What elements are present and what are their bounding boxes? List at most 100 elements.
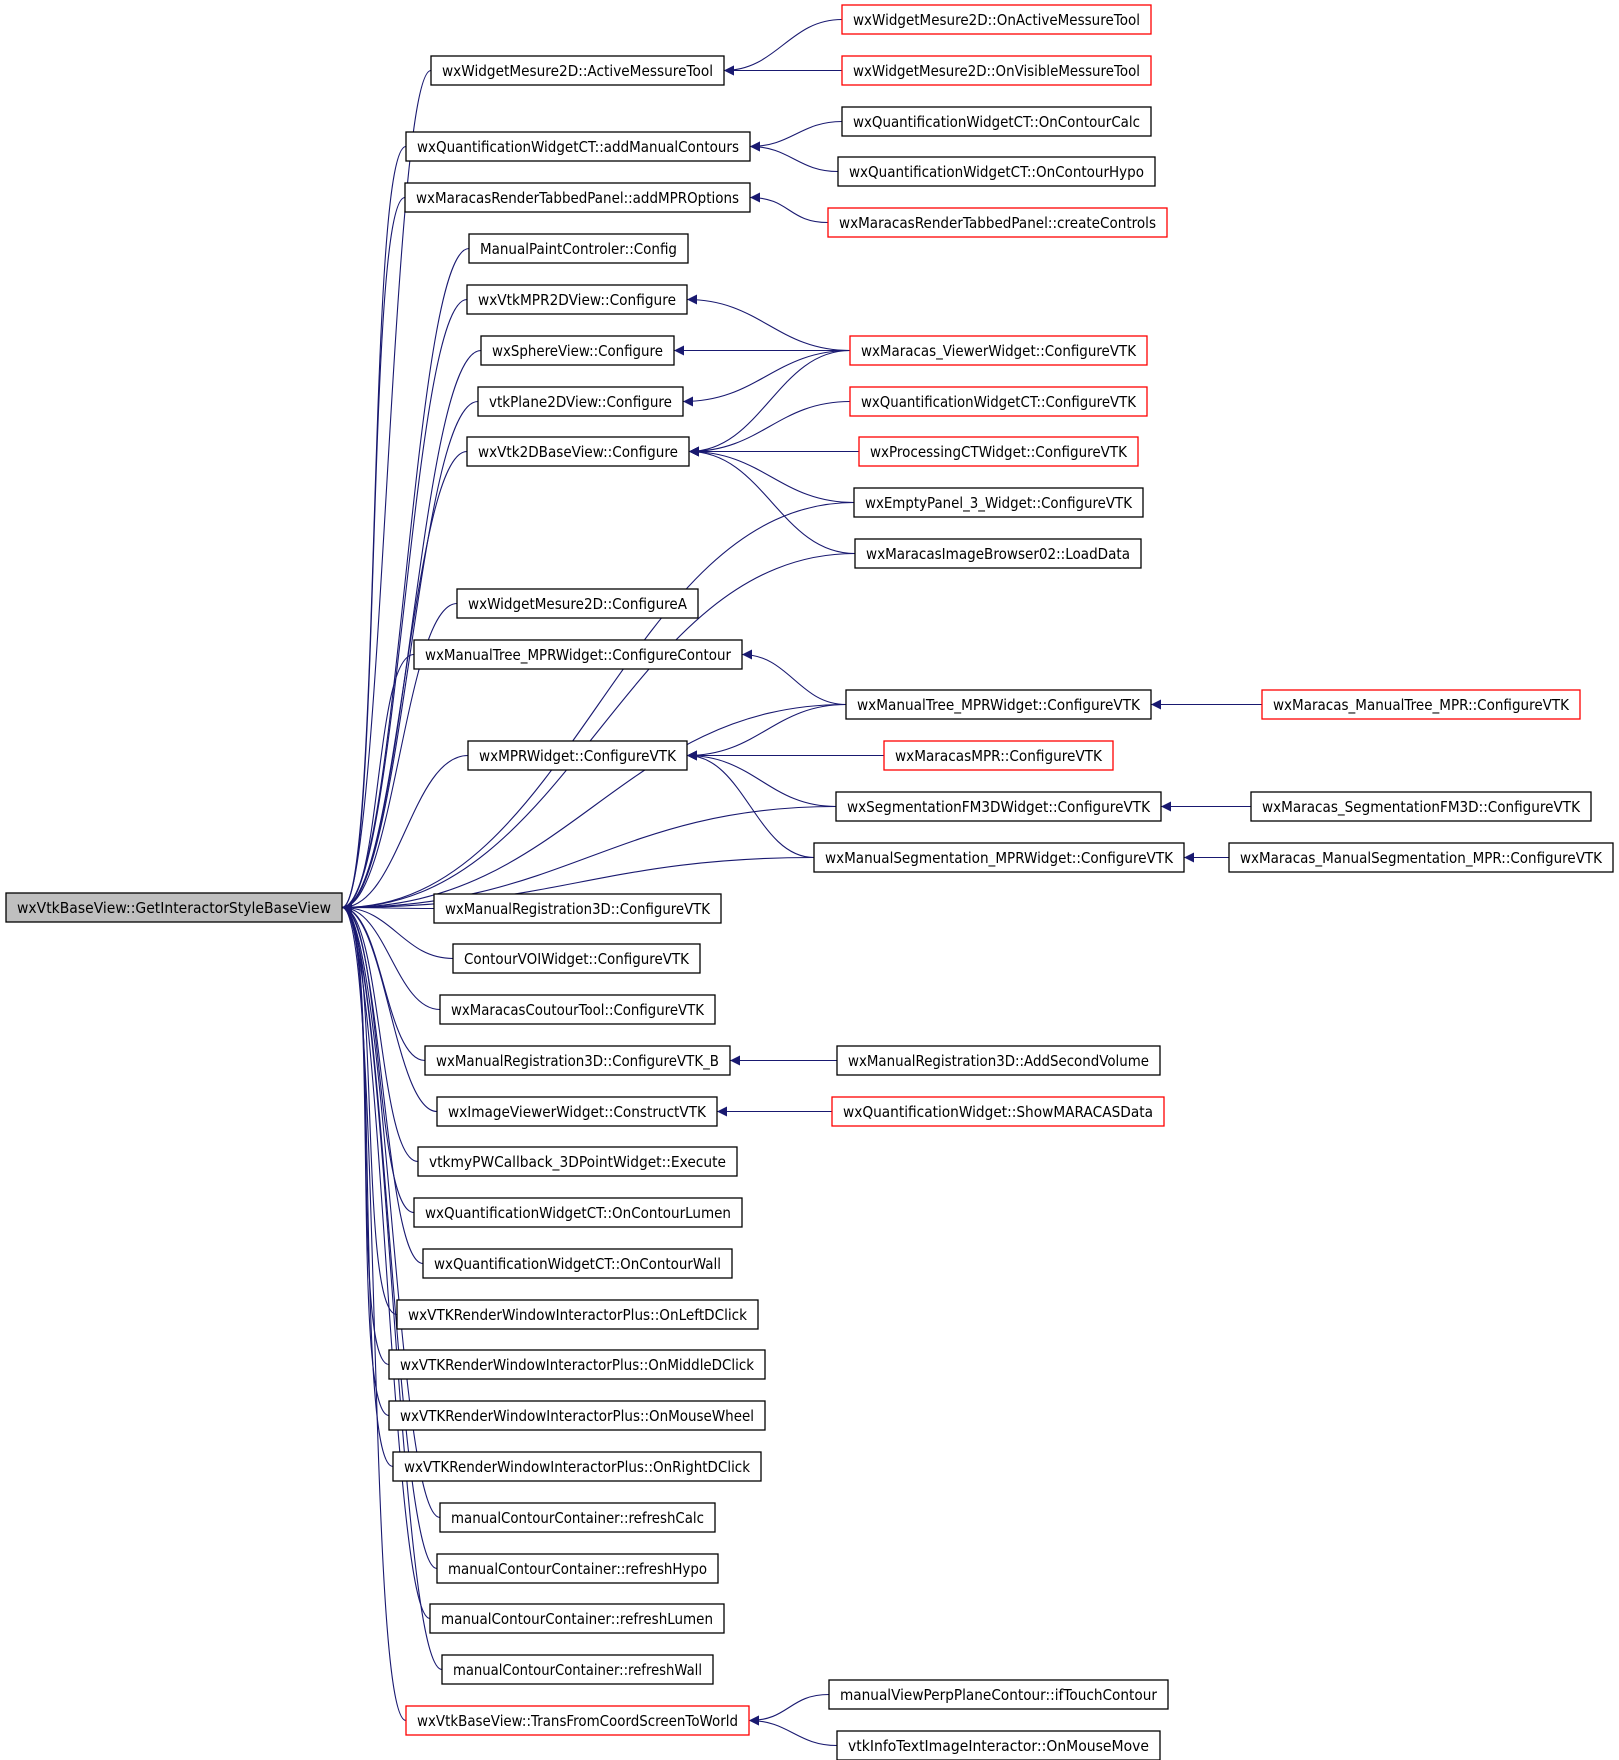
function-node[interactable]: wxManualRegistration3D::ConfigureVTK <box>433 893 722 924</box>
function-node[interactable]: wxQuantificationWidget::ShowMARACASData <box>831 1096 1165 1127</box>
function-node[interactable]: wxVtk2DBaseView::Configure <box>466 436 690 467</box>
call-edge-c8-to-root <box>341 450 468 913</box>
node-label: wxWidgetMesure2D::OnVisibleMessureTool <box>853 62 1140 80</box>
call-edge-d7-to-c8 <box>688 400 851 457</box>
node-label: wxMaracas_ViewerWidget::ConfigureVTK <box>861 342 1137 361</box>
call-edge-d18-to-c28 <box>748 1715 838 1747</box>
node-box <box>828 1679 1169 1710</box>
node-label: wxVtkBaseView::GetInteractorStyleBaseVie… <box>17 899 331 917</box>
node-box <box>480 335 675 366</box>
root-function-node[interactable]: wxVtkBaseView::GetInteractorStyleBaseVie… <box>5 892 343 923</box>
node-label: wxManualRegistration3D::AddSecondVolume <box>848 1052 1149 1070</box>
function-node[interactable]: wxVTKRenderWindowInteractorPlus::OnRight… <box>392 1451 762 1482</box>
call-edge-c27-to-root <box>341 902 443 1671</box>
function-node[interactable]: wxQuantificationWidgetCT::addManualConto… <box>405 131 751 162</box>
node-label: wxMaracasMPR::ConfigureVTK <box>895 747 1103 765</box>
call-edge-c26-to-root <box>341 902 431 1620</box>
call-edge-c15-to-root <box>341 902 426 1062</box>
function-node[interactable]: vtkmyPWCallback_3DPointWidget::Execute <box>417 1146 738 1177</box>
node-box <box>413 639 743 670</box>
node-box <box>388 1400 766 1431</box>
function-node[interactable]: wxQuantificationWidgetCT::ConfigureVTK <box>849 386 1148 417</box>
function-node[interactable]: manualContourContainer::refreshLumen <box>429 1603 725 1634</box>
node-label: wxWidgetMesure2D::ConfigureA <box>468 595 687 613</box>
node-label: manualContourContainer::refreshHypo <box>448 1560 707 1578</box>
function-node[interactable]: wxMaracasMPR::ConfigureVTK <box>883 740 1114 771</box>
function-node[interactable]: wxWidgetMesure2D::OnActiveMessureTool <box>841 4 1152 35</box>
function-node[interactable]: wxQuantificationWidgetCT::OnContourWall <box>422 1248 733 1279</box>
node-label: vtkmyPWCallback_3DPointWidget::Execute <box>429 1153 726 1172</box>
node-box <box>813 842 1185 873</box>
node-label: wxVTKRenderWindowInteractorPlus::OnMiddl… <box>400 1356 754 1374</box>
function-node[interactable]: wxManualRegistration3D::AddSecondVolume <box>836 1045 1161 1076</box>
call-edge-d11-to-c10 <box>741 649 847 706</box>
node-label: vtkInfoTextImageInteractor::OnMouseMove <box>848 1737 1149 1755</box>
node-box <box>477 386 684 417</box>
node-box <box>466 284 688 315</box>
function-node[interactable]: wxMaracasImageBrowser02::LoadData <box>854 538 1142 569</box>
function-node[interactable]: wxMaracas_ManualTree_MPR::ConfigureVTK <box>1261 689 1581 720</box>
node-box <box>405 1705 750 1736</box>
node-box <box>1250 791 1592 822</box>
call-edge-c13-to-root <box>341 902 454 960</box>
node-box <box>5 892 343 923</box>
function-node[interactable]: wxMaracas_ManualSegmentation_MPR::Config… <box>1228 842 1614 873</box>
node-label: wxMPRWidget::ConfigureVTK <box>479 747 677 765</box>
function-node[interactable]: wxSphereView::Configure <box>480 335 675 366</box>
function-node[interactable]: wxQuantificationWidgetCT::OnContourCalc <box>841 106 1152 137</box>
function-node[interactable]: wxManualRegistration3D::ConfigureVTK_B <box>424 1045 731 1076</box>
node-label: wxSegmentationFM3DWidget::ConfigureVTK <box>847 798 1151 816</box>
function-node[interactable]: wxProcessingCTWidget::ConfigureVTK <box>858 436 1139 467</box>
function-node[interactable]: wxVTKRenderWindowInteractorPlus::OnMiddl… <box>388 1349 766 1380</box>
function-node[interactable]: manualContourContainer::refreshHypo <box>436 1553 719 1584</box>
node-box <box>422 1248 733 1279</box>
node-box <box>883 740 1114 771</box>
function-node[interactable]: wxSegmentationFM3DWidget::ConfigureVTK <box>835 791 1162 822</box>
node-box <box>441 1654 714 1685</box>
node-label: wxManualTree_MPRWidget::ConfigureVTK <box>857 696 1141 715</box>
function-node[interactable]: manualContourContainer::refreshCalc <box>439 1502 716 1533</box>
function-node[interactable]: wxMaracasCoutourTool::ConfigureVTK <box>439 994 716 1025</box>
node-box <box>413 1197 743 1228</box>
function-node[interactable]: wxWidgetMesure2D::ActiveMessureTool <box>430 55 725 86</box>
node-label: wxVtk2DBaseView::Configure <box>478 443 678 461</box>
node-label: wxMaracas_ManualTree_MPR::ConfigureVTK <box>1273 696 1570 715</box>
node-label: wxManualRegistration3D::ConfigureVTK_B <box>436 1052 719 1071</box>
function-node[interactable]: ContourVOIWidget::ConfigureVTK <box>452 943 701 974</box>
node-label: manualContourContainer::refreshLumen <box>441 1610 713 1628</box>
function-node[interactable]: wxVtkBaseView::TransFromCoordScreenToWor… <box>405 1705 750 1736</box>
function-node[interactable]: ManualPaintControler::Config <box>468 233 689 264</box>
function-node[interactable]: wxWidgetMesure2D::ConfigureA <box>456 588 699 619</box>
function-node[interactable]: wxMaracasRenderTabbedPanel::addMPROption… <box>404 182 751 213</box>
function-node[interactable]: manualContourContainer::refreshWall <box>441 1654 714 1685</box>
function-node[interactable]: wxMaracas_ViewerWidget::ConfigureVTK <box>849 335 1148 366</box>
function-node[interactable]: wxManualTree_MPRWidget::ConfigureContour <box>413 639 743 670</box>
node-box <box>424 1045 731 1076</box>
function-node[interactable]: wxManualSegmentation_MPRWidget::Configur… <box>813 842 1185 873</box>
call-edge-d14-to-root <box>341 856 815 913</box>
function-node[interactable]: wxEmptyPanel_3_Widget::ConfigureVTK <box>853 487 1144 518</box>
node-box <box>436 1553 719 1584</box>
function-node[interactable]: wxMaracas_SegmentationFM3D::ConfigureVTK <box>1250 791 1592 822</box>
function-node[interactable]: manualViewPerpPlaneContour::ifTouchConto… <box>828 1679 1169 1710</box>
function-node[interactable]: wxVtkMPR2DView::Configure <box>466 284 688 315</box>
function-node[interactable]: wxManualTree_MPRWidget::ConfigureVTK <box>845 689 1152 720</box>
function-node[interactable]: wxImageViewerWidget::ConstructVTK <box>436 1096 718 1127</box>
function-node[interactable]: wxQuantificationWidgetCT::OnContourLumen <box>413 1197 743 1228</box>
function-node[interactable]: wxVTKRenderWindowInteractorPlus::OnLeftD… <box>396 1299 759 1330</box>
function-node[interactable]: wxMaracasRenderTabbedPanel::createContro… <box>827 207 1168 238</box>
call-edge-d5-to-c3 <box>749 192 829 224</box>
call-edge-d11-to-root <box>341 703 847 913</box>
function-node[interactable]: wxVTKRenderWindowInteractorPlus::OnMouse… <box>388 1400 766 1431</box>
node-label: wxQuantificationWidgetCT::OnContourLumen <box>425 1204 731 1222</box>
node-box <box>836 1045 1161 1076</box>
function-node[interactable]: wxMPRWidget::ConfigureVTK <box>467 740 688 771</box>
node-box <box>388 1349 766 1380</box>
node-box <box>466 436 690 467</box>
function-node[interactable]: vtkPlane2DView::Configure <box>477 386 684 417</box>
function-node[interactable]: wxQuantificationWidgetCT::OnContourHypo <box>837 156 1156 187</box>
function-node[interactable]: wxWidgetMesure2D::OnVisibleMessureTool <box>841 55 1152 86</box>
call-edges <box>341 18 1262 1747</box>
function-node[interactable]: vtkInfoTextImageInteractor::OnMouseMove <box>836 1730 1161 1760</box>
node-label: manualViewPerpPlaneContour::ifTouchConto… <box>840 1686 1158 1704</box>
